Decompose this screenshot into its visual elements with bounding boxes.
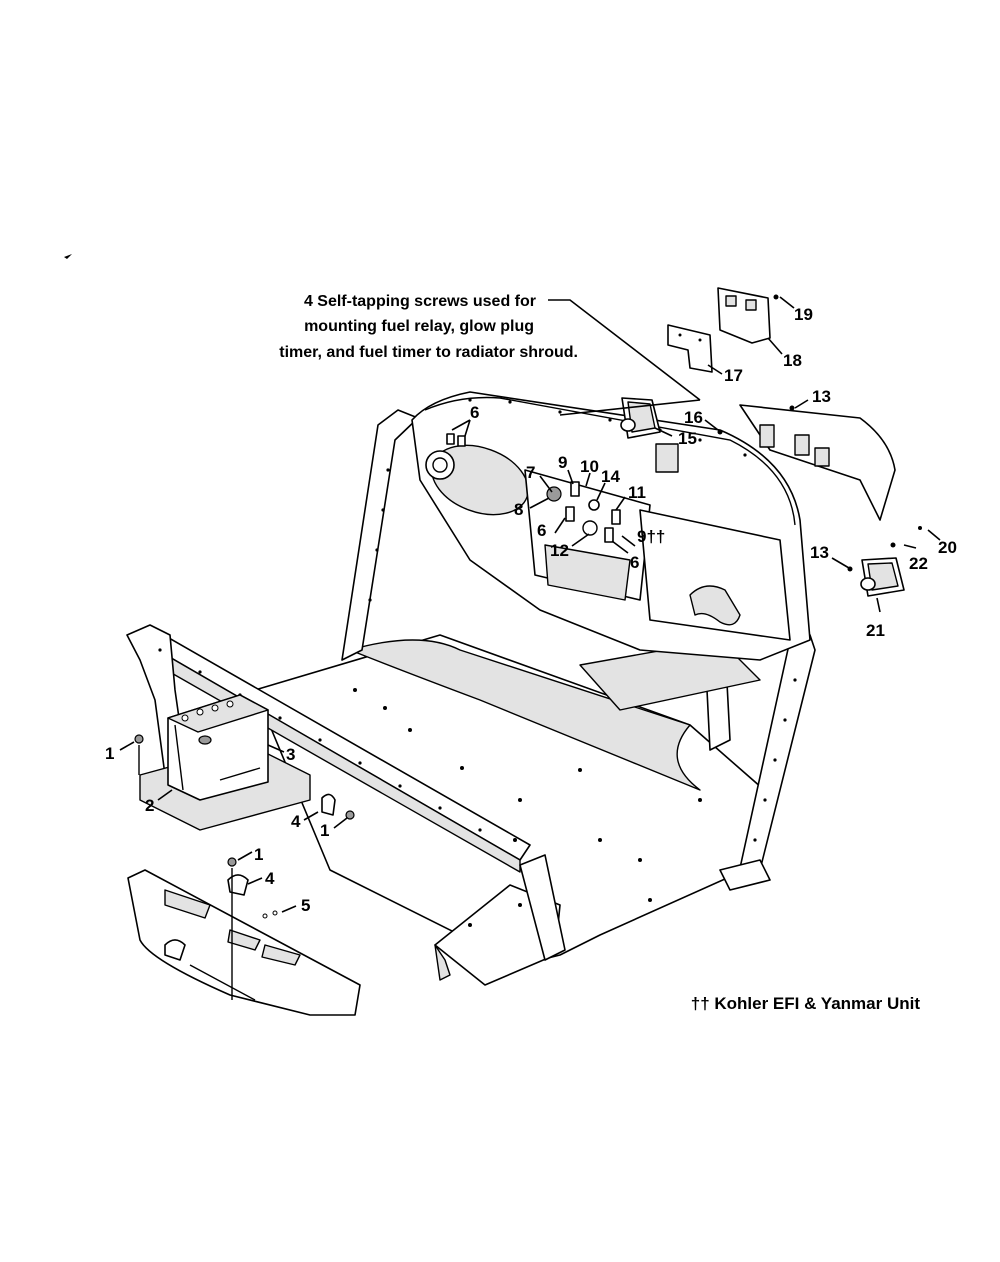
callout-1-plate: 1 bbox=[254, 845, 263, 864]
headlight-21 bbox=[860, 557, 905, 597]
floor-wall-left bbox=[349, 639, 701, 791]
callout-7: 7 bbox=[526, 463, 535, 482]
screw-22 bbox=[890, 542, 896, 548]
fuel-timer bbox=[814, 447, 830, 467]
switch-6d bbox=[604, 527, 614, 543]
callout-11: 11 bbox=[628, 483, 646, 502]
callout-13-right: 13 bbox=[810, 543, 829, 562]
callout-16: 16 bbox=[684, 408, 703, 427]
washer-5a bbox=[262, 913, 268, 919]
relay-block bbox=[655, 443, 679, 473]
clamp-4a bbox=[321, 793, 336, 816]
screw-19 bbox=[773, 294, 779, 300]
callout-8: 8 bbox=[514, 500, 523, 519]
callout-4-plate: 4 bbox=[265, 869, 275, 888]
dash-panel bbox=[411, 391, 811, 661]
holddown-plate bbox=[127, 857, 361, 1016]
screw-20 bbox=[918, 526, 922, 530]
callout-10: 10 bbox=[580, 457, 599, 476]
callout-6-mid: 6 bbox=[537, 521, 546, 540]
callout-13-top: 13 bbox=[812, 387, 831, 406]
battery-strap bbox=[174, 724, 184, 791]
floor-extension-leg bbox=[434, 944, 451, 981]
clamp-4b bbox=[227, 874, 249, 896]
support-foot bbox=[719, 859, 771, 891]
callout-14: 14 bbox=[601, 467, 620, 486]
battery-top bbox=[167, 694, 269, 733]
holddown-rod bbox=[189, 964, 256, 1001]
battery-handle bbox=[219, 767, 261, 781]
switch-11 bbox=[611, 509, 621, 525]
note-line-1: 4 Self-tapping screws used for bbox=[304, 293, 536, 310]
footnote: †† Kohler EFI & Yanmar Unit bbox=[691, 994, 921, 1013]
side-rail-right bbox=[519, 854, 566, 961]
callout-9-double-dagger: 9†† bbox=[637, 527, 665, 546]
callout-1-clamp: 1 bbox=[320, 821, 329, 840]
note-line-3: timer, and fuel timer to radiator shroud… bbox=[279, 344, 578, 361]
stray-mark bbox=[64, 254, 72, 259]
switch-slot-6b bbox=[457, 435, 466, 447]
knob-14 bbox=[588, 499, 600, 511]
battery-assembly bbox=[134, 694, 355, 831]
ignition-bezel-inner bbox=[432, 457, 448, 473]
glow-plug-timer bbox=[794, 434, 810, 456]
callout-15: 15 bbox=[678, 429, 697, 448]
nut-1c bbox=[227, 857, 237, 867]
holddown-slot-1 bbox=[164, 889, 211, 919]
callout-12: 12 bbox=[550, 541, 569, 560]
callout-19: 19 bbox=[794, 305, 813, 324]
holddown-slot-3 bbox=[261, 944, 301, 966]
dash-grip bbox=[689, 585, 741, 626]
callout-2: 2 bbox=[145, 796, 154, 815]
battery-terminal bbox=[198, 735, 212, 745]
upright-right-rear bbox=[739, 634, 816, 871]
callout-9: 9 bbox=[558, 453, 567, 472]
console-recess bbox=[544, 544, 631, 601]
callout-18: 18 bbox=[783, 351, 802, 370]
holddown-slot-2 bbox=[227, 929, 261, 951]
dash-holes bbox=[468, 398, 747, 457]
callout-5: 5 bbox=[301, 896, 310, 915]
callout-21: 21 bbox=[866, 621, 885, 640]
dash-right-section bbox=[639, 509, 791, 641]
floor-holes bbox=[353, 688, 702, 927]
callout-3: 3 bbox=[286, 745, 295, 764]
fuel-relay bbox=[759, 424, 775, 448]
callout-22: 22 bbox=[909, 554, 928, 573]
callout-17: 17 bbox=[724, 366, 743, 385]
callout-6-low: 6 bbox=[630, 553, 639, 572]
ignition-bezel bbox=[425, 450, 455, 480]
bracket-17 bbox=[667, 324, 713, 373]
screw-13a bbox=[789, 405, 795, 411]
callout-1-battery: 1 bbox=[105, 744, 114, 763]
screw-16 bbox=[717, 429, 723, 435]
callout-6-top: 6 bbox=[470, 403, 479, 422]
washer-5b bbox=[272, 910, 278, 916]
callout-20: 20 bbox=[938, 538, 957, 557]
clamp-4c bbox=[164, 939, 186, 961]
bolt-1a bbox=[134, 734, 144, 744]
note-line-2: mounting fuel relay, glow plug bbox=[304, 318, 534, 335]
leader-lines bbox=[119, 296, 941, 913]
dash-top-edge bbox=[424, 396, 796, 526]
ring-12 bbox=[582, 520, 598, 536]
switch-slot-6a bbox=[446, 433, 455, 445]
upright-left bbox=[341, 409, 419, 661]
headlight-15 bbox=[620, 397, 661, 439]
switch-9 bbox=[570, 481, 580, 497]
rail-holes bbox=[158, 468, 797, 842]
nut-1b bbox=[345, 810, 355, 820]
callout-4-upper: 4 bbox=[291, 812, 301, 831]
switch-6c bbox=[565, 506, 575, 522]
